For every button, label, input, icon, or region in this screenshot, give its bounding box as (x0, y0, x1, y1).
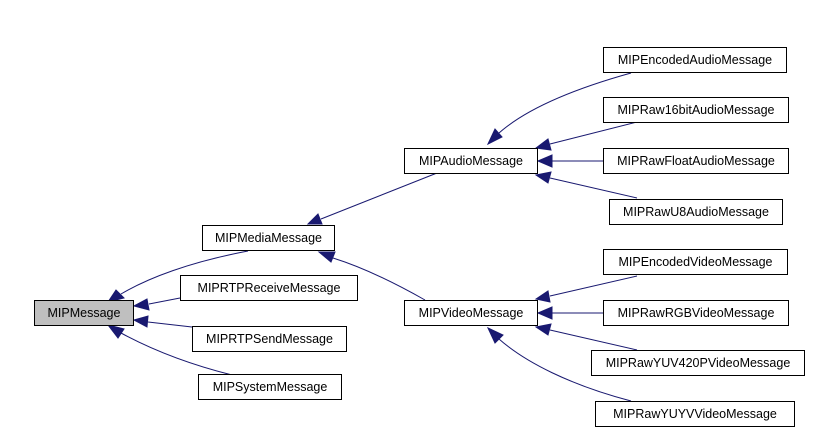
edge-rawu8audio-to-audio (534, 171, 638, 199)
node-mipmediamessage[interactable]: MIPMediaMessage (202, 225, 335, 251)
edge-rawfloataudio-to-audio (536, 154, 603, 168)
edge-encodedaudio-to-audio (486, 72, 632, 146)
edge-rawyuyvvideo-to-video (486, 326, 632, 402)
node-label: MIPRawU8AudioMessage (623, 205, 769, 219)
node-mipencodedaudiomessage[interactable]: MIPEncodedAudioMessage (603, 47, 787, 73)
node-label: MIPVideoMessage (419, 306, 524, 320)
node-label: MIPRaw16bitAudioMessage (617, 103, 774, 117)
edge-rtpreceive-to-message (132, 297, 181, 311)
edge-rtpsend-to-message (132, 315, 193, 328)
node-label: MIPEncodedVideoMessage (618, 255, 772, 269)
node-label: MIPMediaMessage (215, 231, 322, 245)
edge-video-to-media (317, 251, 426, 301)
node-label: MIPSystemMessage (213, 380, 328, 394)
node-mipencodedvideomessage[interactable]: MIPEncodedVideoMessage (603, 249, 788, 275)
node-miprawrgbvideomessage[interactable]: MIPRawRGBVideoMessage (603, 300, 789, 326)
node-label: MIPRawYUV420PVideoMessage (606, 356, 791, 370)
edge-encodedvideo-to-video (534, 275, 638, 303)
node-mipraw16bitaudiomessage[interactable]: MIPRaw16bitAudioMessage (603, 97, 789, 123)
node-miprtpsendmessage[interactable]: MIPRTPSendMessage (192, 326, 347, 352)
node-miprawfloataudiomessage[interactable]: MIPRawFloatAudioMessage (603, 148, 789, 174)
node-label: MIPMessage (48, 306, 121, 320)
node-label: MIPRTPReceiveMessage (198, 281, 341, 295)
node-miprawyuyvvideomessage[interactable]: MIPRawYUYVVideoMessage (595, 401, 795, 427)
node-label: MIPEncodedAudioMessage (618, 53, 772, 67)
node-mipmessage[interactable]: MIPMessage (34, 300, 134, 326)
node-mipaudiomessage[interactable]: MIPAudioMessage (404, 148, 538, 174)
node-label: MIPRawRGBVideoMessage (618, 306, 775, 320)
node-miprtpreceivemessage[interactable]: MIPRTPReceiveMessage (180, 275, 358, 301)
edge-audio-to-media (306, 172, 438, 225)
node-miprawu8audiomessage[interactable]: MIPRawU8AudioMessage (609, 199, 783, 225)
node-label: MIPRawYUYVVideoMessage (613, 407, 777, 421)
edge-raw16bitaudio-to-audio (534, 121, 638, 151)
edge-system-to-message (106, 324, 233, 376)
node-mipsystemmessage[interactable]: MIPSystemMessage (198, 374, 342, 400)
nodes: MIPMessage MIPMediaMessage MIPRTPReceive… (34, 47, 805, 427)
node-label: MIPRawFloatAudioMessage (617, 154, 775, 168)
edge-rawrgbvideo-to-video (536, 306, 603, 320)
node-miprawyuv420pvideomessage[interactable]: MIPRawYUV420PVideoMessage (591, 350, 805, 376)
node-label: MIPRTPSendMessage (206, 332, 333, 346)
edges (106, 72, 638, 402)
node-label: MIPAudioMessage (419, 154, 523, 168)
node-mipvideomessage[interactable]: MIPVideoMessage (404, 300, 538, 326)
edge-rawyuv420pvideo-to-video (534, 323, 638, 351)
